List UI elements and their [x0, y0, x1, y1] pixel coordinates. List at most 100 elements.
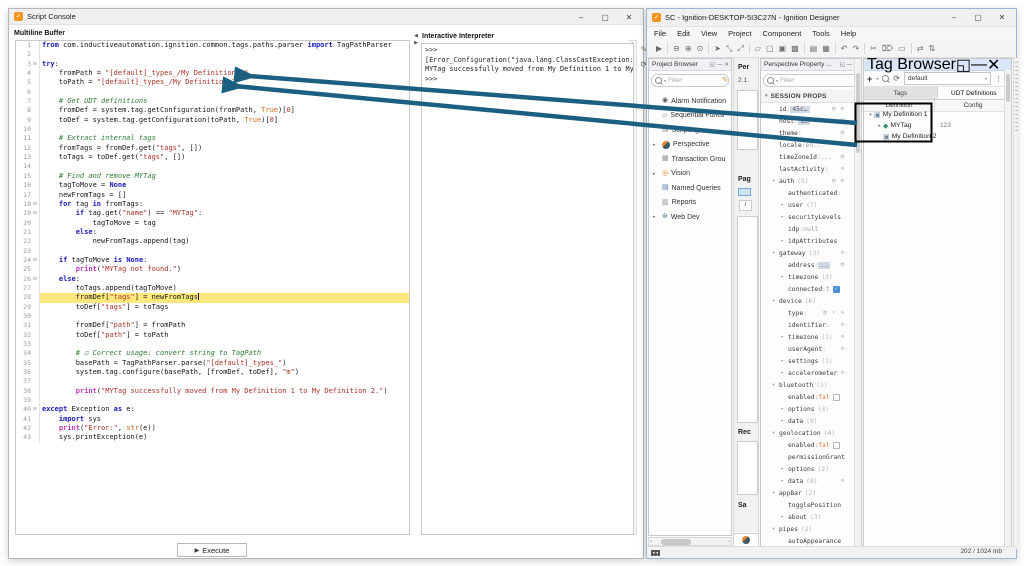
property-row-authenticated[interactable]: authenticated :: [761, 187, 854, 199]
code-line-36[interactable]: 36 system.tag.configure(basePath, [fromD…: [16, 368, 409, 378]
panel-float-icon[interactable]: ◱: [839, 61, 845, 68]
sidebar-item-reports[interactable]: ▥Reports: [649, 197, 731, 209]
reset-interpreter-icon[interactable]: ⟳: [640, 60, 648, 69]
column-config[interactable]: Config: [963, 102, 983, 109]
grid-icon[interactable]: [651, 550, 660, 556]
zoom-out-icon[interactable]: ⊖: [673, 43, 680, 53]
property-row-icons[interactable]: ⚙: [840, 478, 845, 484]
refresh-icon[interactable]: ⟳: [893, 74, 900, 83]
tag-provider-dropdown[interactable]: default▾: [903, 72, 991, 85]
save-all-icon[interactable]: ▦: [822, 43, 830, 53]
property-row-icons[interactable]: ▤: [840, 118, 845, 124]
code-line-32[interactable]: 32 toDef["path"] = toPath: [16, 330, 409, 340]
property-row-device[interactable]: ▾device (6): [761, 295, 854, 307]
chevron-down-icon[interactable]: ▾: [876, 76, 879, 81]
sidebar-item-perspective[interactable]: ▸Perspective: [649, 139, 731, 151]
property-value[interactable]: null: [803, 225, 819, 233]
property-row-accelerometer[interactable]: ▸accelerometer⚙: [761, 367, 854, 379]
tag-browser-scrollbar[interactable]: [1004, 70, 1011, 548]
code-line-8[interactable]: 8 fromDef = system.tag.getConfiguration(…: [16, 106, 409, 116]
expand-icon[interactable]: ▾: [772, 490, 776, 496]
redo-icon[interactable]: ↷: [852, 43, 860, 53]
save-icon[interactable]: ▤: [809, 43, 818, 53]
code-line-4[interactable]: 4 fromPath = "[default]_types_/My Defini…: [16, 69, 409, 79]
property-scrollbar[interactable]: [854, 59, 861, 548]
property-row-icons[interactable]: ▤ ⚙: [832, 106, 845, 112]
expand-icon[interactable]: ▾: [772, 430, 776, 436]
minimize-icon[interactable]: –: [951, 12, 957, 22]
toggle-preview-icon[interactable]: ⇄: [916, 43, 924, 53]
menu-tools[interactable]: Tools: [812, 29, 830, 38]
collapsed-panel-strip[interactable]: [1013, 58, 1018, 549]
collapse-left-icon[interactable]: ◀: [414, 33, 418, 39]
expand-icon[interactable]: ▸: [781, 514, 785, 520]
execute-button[interactable]: ▶ Execute: [177, 543, 247, 557]
panel-minimize-icon[interactable]: —: [971, 55, 988, 73]
property-row-icons[interactable]: ⚙: [840, 322, 845, 328]
expand-icon[interactable]: ▾: [869, 111, 872, 118]
code-line-22[interactable]: 22 newFromTags.append(tag): [16, 237, 409, 247]
property-row-icons[interactable]: ▤ ⚙: [832, 178, 845, 184]
property-value[interactable]: fal: [818, 393, 830, 401]
property-value[interactable]: 45c…: [790, 105, 810, 113]
property-value[interactable]: fal: [818, 441, 830, 449]
checkbox-checked-icon[interactable]: ✓: [832, 285, 840, 293]
script-console-titlebar[interactable]: ✓ Script Console: [9, 9, 643, 25]
expand-icon[interactable]: ▸: [878, 122, 881, 129]
tag-tree-row-my-definition-2[interactable]: ▣My Definition 2: [864, 131, 1003, 142]
line-tool-icon[interactable]: ⤡: [725, 43, 733, 53]
menu-edit[interactable]: Edit: [677, 29, 691, 38]
property-row-securityLevels[interactable]: ▸securityLevels: [761, 211, 854, 223]
code-line-35[interactable]: 35 basePath = TagPathParser.parse("[defa…: [16, 358, 409, 369]
sidebar-item-alarm-notification[interactable]: ◉Alarm Notification: [649, 95, 731, 107]
menu-view[interactable]: View: [701, 29, 718, 38]
session-props-header[interactable]: ▾ SESSION PROPS: [761, 90, 854, 103]
property-row-identifier[interactable]: identifier : ⚙: [761, 319, 854, 331]
fold-icon[interactable]: ⊟: [33, 210, 37, 217]
property-row-icons[interactable]: ▤: [840, 142, 845, 148]
code-line-28[interactable]: 28 fromDef["tags"] = newFromTags: [16, 293, 409, 303]
zoom-in-icon[interactable]: ⊕: [684, 43, 692, 53]
code-line-29[interactable]: 29 toDef["tags"] = toTags: [16, 302, 409, 312]
code-line-40[interactable]: 40⊟except Exception as e:: [16, 405, 409, 415]
close-icon[interactable]: ✕: [625, 12, 633, 22]
horizontal-scrollbar[interactable]: ‹›: [648, 537, 732, 546]
collapse-right-icon[interactable]: ▶: [414, 40, 418, 46]
tab-udt-definitions[interactable]: UDT Definitions: [937, 87, 1011, 99]
code-line-5[interactable]: 5 toPath = "[default]_types_/My Definiti…: [16, 78, 409, 88]
property-row-permissionGrant[interactable]: permissionGrant: [761, 451, 854, 463]
code-line-17[interactable]: 17 newFromTags = []: [16, 190, 409, 200]
expand-icon[interactable]: ▸: [781, 418, 785, 424]
property-row-icons[interactable]: ⚙: [840, 166, 845, 172]
curve-tool-icon[interactable]: ⤢: [737, 43, 744, 53]
panel-minimize-icon[interactable]: —: [846, 61, 853, 68]
code-line-26[interactable]: 26⊟ else:: [16, 274, 409, 284]
property-row-about[interactable]: ▸about (3): [761, 511, 854, 523]
property-row-options[interactable]: ▸options (3): [761, 403, 854, 415]
code-line-21[interactable]: 21 else:: [16, 227, 409, 238]
property-value[interactable]: t: [825, 285, 830, 293]
sidebar-item-named-queries[interactable]: ▤Named Queries: [649, 182, 731, 194]
minimize-icon[interactable]: –: [578, 12, 584, 22]
property-row-enabled[interactable]: enabled : fal: [761, 439, 854, 451]
code-line-7[interactable]: 7 # Get UDT definitions: [16, 97, 409, 107]
cut-icon[interactable]: ✂: [870, 43, 877, 53]
add-tag-button[interactable]: +: [867, 73, 873, 84]
property-row-idp[interactable]: idp : null: [761, 223, 854, 235]
edit-filter-icon[interactable]: ✎: [722, 77, 728, 84]
maximize-icon[interactable]: ▢: [601, 12, 609, 22]
expand-icon[interactable]: ▾: [772, 298, 776, 304]
code-line-23[interactable]: 23: [16, 246, 409, 256]
property-row-bluetooth[interactable]: ▾bluetooth (3): [761, 379, 854, 391]
property-row-connected[interactable]: connected : t✓: [761, 283, 854, 295]
property-row-icons[interactable]: ▤ ▾ ⚙: [823, 310, 845, 316]
property-row-locale[interactable]: locale : en...▤: [761, 139, 854, 151]
property-row-settings[interactable]: ▸settings (2): [761, 355, 854, 367]
play-icon[interactable]: ▶: [656, 43, 663, 53]
delete-icon[interactable]: ⌦: [881, 43, 894, 53]
tag-tree-row-my-definition-1[interactable]: ▾▣My Definition 1: [864, 109, 1003, 120]
sidebar-item-transaction-grou[interactable]: ▦Transaction Grou: [649, 153, 731, 165]
code-line-33[interactable]: 33: [16, 340, 409, 350]
